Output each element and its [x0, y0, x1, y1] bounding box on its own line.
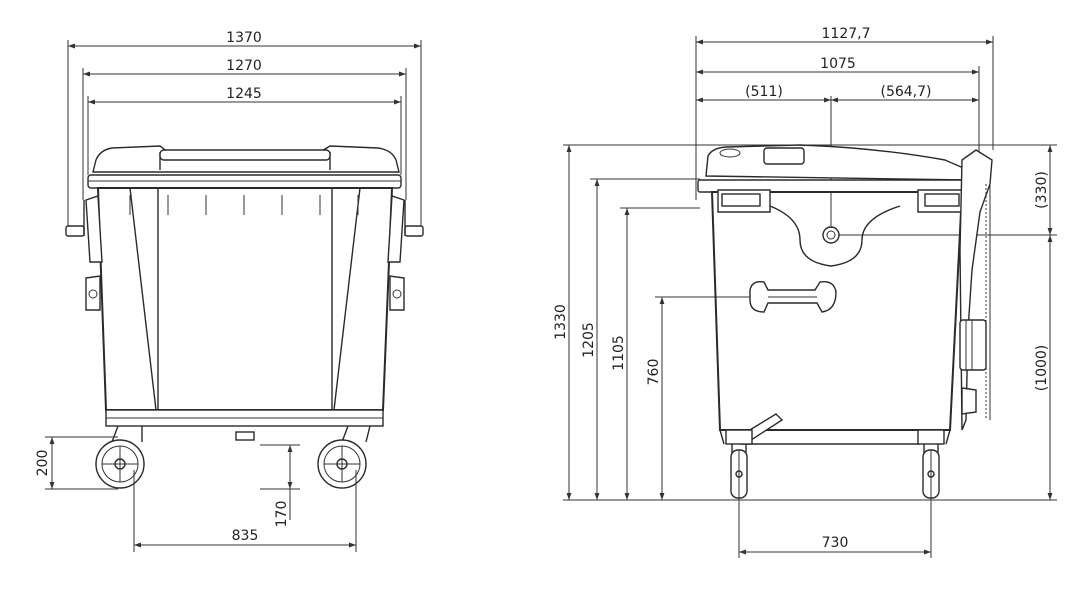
- dim-label-730: 730: [822, 535, 849, 551]
- side-wheel-right: [917, 429, 945, 499]
- front-wheel-left: [95, 425, 145, 489]
- dim-label-1205: 1205: [581, 322, 597, 358]
- dim-label-1075: 1075: [820, 56, 856, 72]
- dim-label-1270: 1270: [226, 58, 262, 74]
- dimension-1127-7: 1127,7: [696, 26, 993, 45]
- dimension-1370: 1370: [68, 30, 421, 49]
- side-wheel-left: [725, 429, 753, 499]
- dimension-330: (330): [1034, 145, 1053, 235]
- body-front: [85, 187, 405, 441]
- dim-label-760: 760: [646, 359, 662, 386]
- dim-label-200: 200: [35, 450, 51, 477]
- dim-label-1127-7: 1127,7: [822, 26, 871, 42]
- dimension-1245: 1245: [88, 86, 401, 105]
- dimension-730: 730: [738, 478, 932, 558]
- dim-label-1370: 1370: [226, 30, 262, 46]
- rear-hinge: [959, 149, 993, 431]
- dim-label-511: (511): [745, 84, 783, 100]
- dimension-760: 760: [646, 297, 665, 500]
- dimension-1270: 1270: [83, 58, 406, 77]
- dimension-835: 835: [133, 470, 357, 552]
- body-side: [710, 189, 966, 445]
- dim-label-1330: 1330: [553, 304, 569, 340]
- dim-label-1245: 1245: [226, 86, 262, 102]
- dim-label-330: (330): [1034, 171, 1050, 209]
- dimension-200: 200: [35, 436, 118, 490]
- dimension-1000: (1000): [1034, 235, 1053, 500]
- dimension-pivot: (511) (564,7): [696, 84, 979, 103]
- dim-label-835: 835: [232, 528, 259, 544]
- front-view: 1370 1270 1245: [35, 30, 424, 552]
- front-wheel-right: [317, 425, 371, 489]
- dim-label-1105: 1105: [611, 335, 627, 371]
- lid-front: [87, 145, 402, 189]
- dimension-1330: 1330: [553, 145, 572, 500]
- dim-label-564-7: (564,7): [880, 84, 931, 100]
- lid-side: [697, 144, 971, 193]
- dimension-1105: 1105: [611, 208, 630, 500]
- dim-label-170: 170: [274, 501, 290, 528]
- side-view: 1127,7 1075 (511) (564,7) 1330: [553, 26, 1057, 558]
- dim-label-1000: (1000): [1034, 345, 1050, 392]
- dimension-1075: 1075: [696, 56, 979, 75]
- front-extension-lines: [67, 40, 422, 230]
- dimension-1205: 1205: [581, 179, 600, 500]
- side-handle-bars: [65, 200, 424, 237]
- dimension-170: 170: [260, 444, 300, 528]
